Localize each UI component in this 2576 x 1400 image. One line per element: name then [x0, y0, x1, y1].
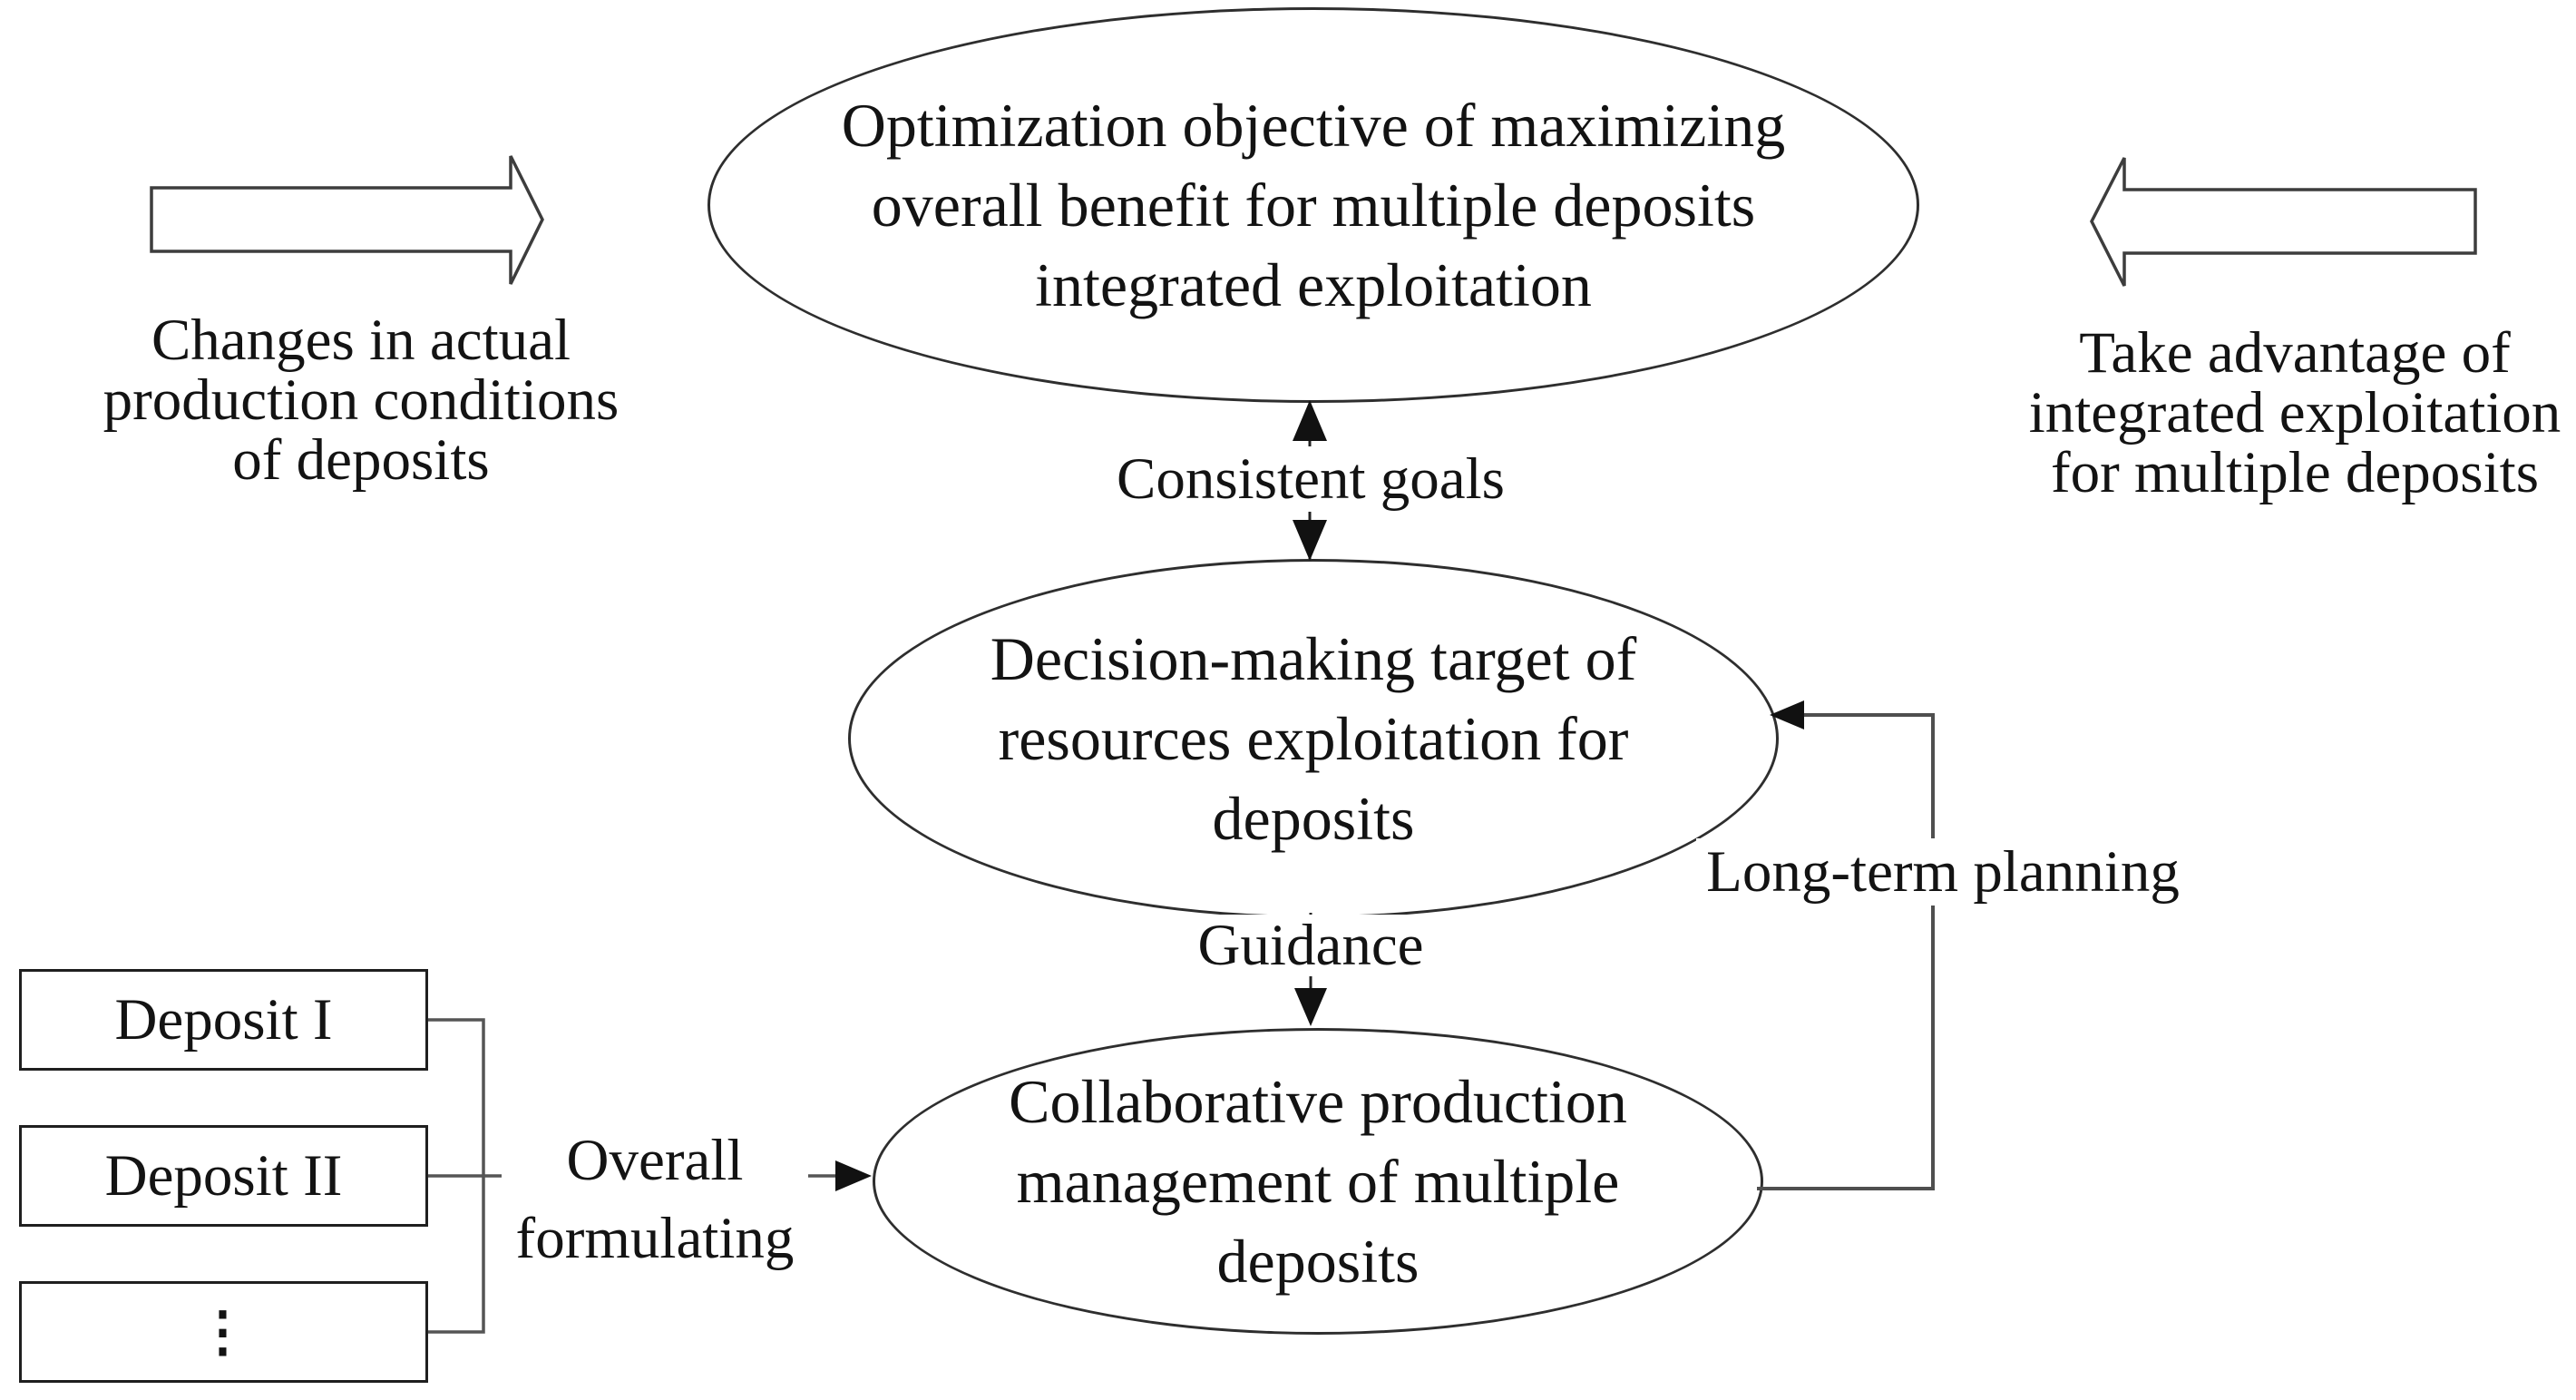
consistent-goals-label: Consistent goals	[1100, 446, 1521, 512]
left-caption: Changes in actual production conditions …	[86, 310, 636, 490]
overall-formulating-label-line: Overall	[566, 1128, 744, 1193]
left-caption-line: Changes in actual	[151, 308, 571, 373]
bottom-ellipse-text-line: Collaborative production	[1009, 1067, 1627, 1136]
deposit-box-1: Deposit I	[19, 969, 428, 1071]
consistent-goals-arrowhead-down-icon	[1293, 520, 1327, 561]
deposit-box-3: ⋮	[19, 1281, 428, 1383]
left-caption-line: production conditions	[102, 367, 620, 433]
left-fat-arrow-icon	[150, 155, 544, 285]
middle-ellipse-text-line: deposits	[1212, 784, 1415, 853]
right-caption-line: integrated exploitation	[2028, 380, 2561, 445]
top-ellipse-text-line: overall benefit for multiple deposits	[871, 171, 1756, 240]
deposit-box-2: Deposit II	[19, 1125, 428, 1227]
overall-formulating-label: Overall formulating	[502, 1121, 808, 1278]
bottom-ellipse-text-line: management of multiple	[1016, 1147, 1620, 1216]
top-ellipse: Optimization objective of maximizing ove…	[707, 7, 1919, 403]
right-caption-line: for multiple deposits	[2051, 440, 2539, 505]
bottom-ellipse-text-line: deposits	[1216, 1227, 1420, 1296]
middle-ellipse-text-line: Decision-making target of	[990, 624, 1637, 693]
overall-formulating-label-line: formulating	[515, 1206, 795, 1271]
middle-ellipse: Decision-making target of resources expl…	[848, 559, 1779, 918]
guidance-arrowhead-icon	[1294, 988, 1327, 1026]
guidance-label: Guidance	[1190, 915, 1431, 976]
long-term-planning-label: Long-term planning	[1696, 838, 2190, 906]
feedback-loop-line	[1757, 713, 1935, 1190]
right-caption: Take advantage of integrated exploitatio…	[2020, 323, 2570, 503]
consistent-goals-arrowhead-up-icon	[1293, 400, 1327, 441]
top-ellipse-text-line: integrated exploitation	[1035, 250, 1592, 319]
right-caption-line: Take advantage of	[2079, 320, 2511, 386]
top-ellipse-text-line: Optimization objective of maximizing	[841, 91, 1786, 160]
left-caption-line: of deposits	[232, 427, 490, 493]
overall-formulating-arrowhead-icon	[835, 1160, 872, 1191]
feedback-loop-arrowhead-icon	[1770, 700, 1804, 729]
middle-ellipse-text-line: resources exploitation for	[998, 704, 1629, 773]
right-fat-arrow-icon	[2090, 157, 2477, 287]
bottom-ellipse: Collaborative production management of m…	[873, 1028, 1763, 1335]
